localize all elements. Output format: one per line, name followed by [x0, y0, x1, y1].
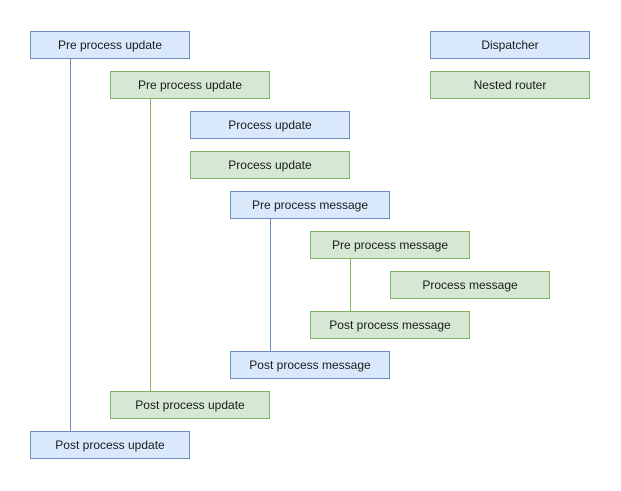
connector-n6-to-n8 — [350, 259, 351, 311]
legend-item-label: Dispatcher — [481, 37, 539, 52]
node-pre-process-message-router[interactable]: Pre process message — [310, 231, 470, 259]
node-label: Post process update — [135, 397, 245, 412]
node-post-process-update-router[interactable]: Post process update — [110, 391, 270, 419]
node-pre-process-update-dispatcher[interactable]: Pre process update — [30, 31, 190, 59]
node-label: Pre process update — [57, 37, 163, 52]
connector-n2-to-n10 — [150, 99, 151, 391]
connector-n5-to-n9 — [270, 219, 271, 351]
node-process-update-dispatcher[interactable]: Process update — [190, 111, 350, 139]
node-post-process-message-dispatcher[interactable]: Post process message — [230, 351, 390, 379]
node-post-process-message-router[interactable]: Post process message — [310, 311, 470, 339]
legend-item-nested-router[interactable]: Nested router — [430, 71, 590, 99]
node-label: Pre process update — [137, 77, 243, 92]
node-label: Process update — [228, 157, 312, 172]
node-process-message-router[interactable]: Process message — [390, 271, 550, 299]
legend-item-label: Nested router — [473, 77, 547, 92]
node-label: Process message — [422, 277, 518, 292]
node-label: Post process message — [329, 317, 451, 332]
legend-item-dispatcher[interactable]: Dispatcher — [430, 31, 590, 59]
node-process-update-router[interactable]: Process update — [190, 151, 350, 179]
node-label: Pre process message — [251, 197, 369, 212]
node-label: Post process message — [249, 357, 371, 372]
node-post-process-update-dispatcher[interactable]: Post process update — [30, 431, 190, 459]
node-label: Pre process message — [331, 237, 449, 252]
node-pre-process-message-dispatcher[interactable]: Pre process message — [230, 191, 390, 219]
connector-n1-to-n11 — [70, 59, 71, 431]
node-label: Process update — [228, 117, 312, 132]
node-pre-process-update-router[interactable]: Pre process update — [110, 71, 270, 99]
node-label: Post process update — [55, 437, 165, 452]
